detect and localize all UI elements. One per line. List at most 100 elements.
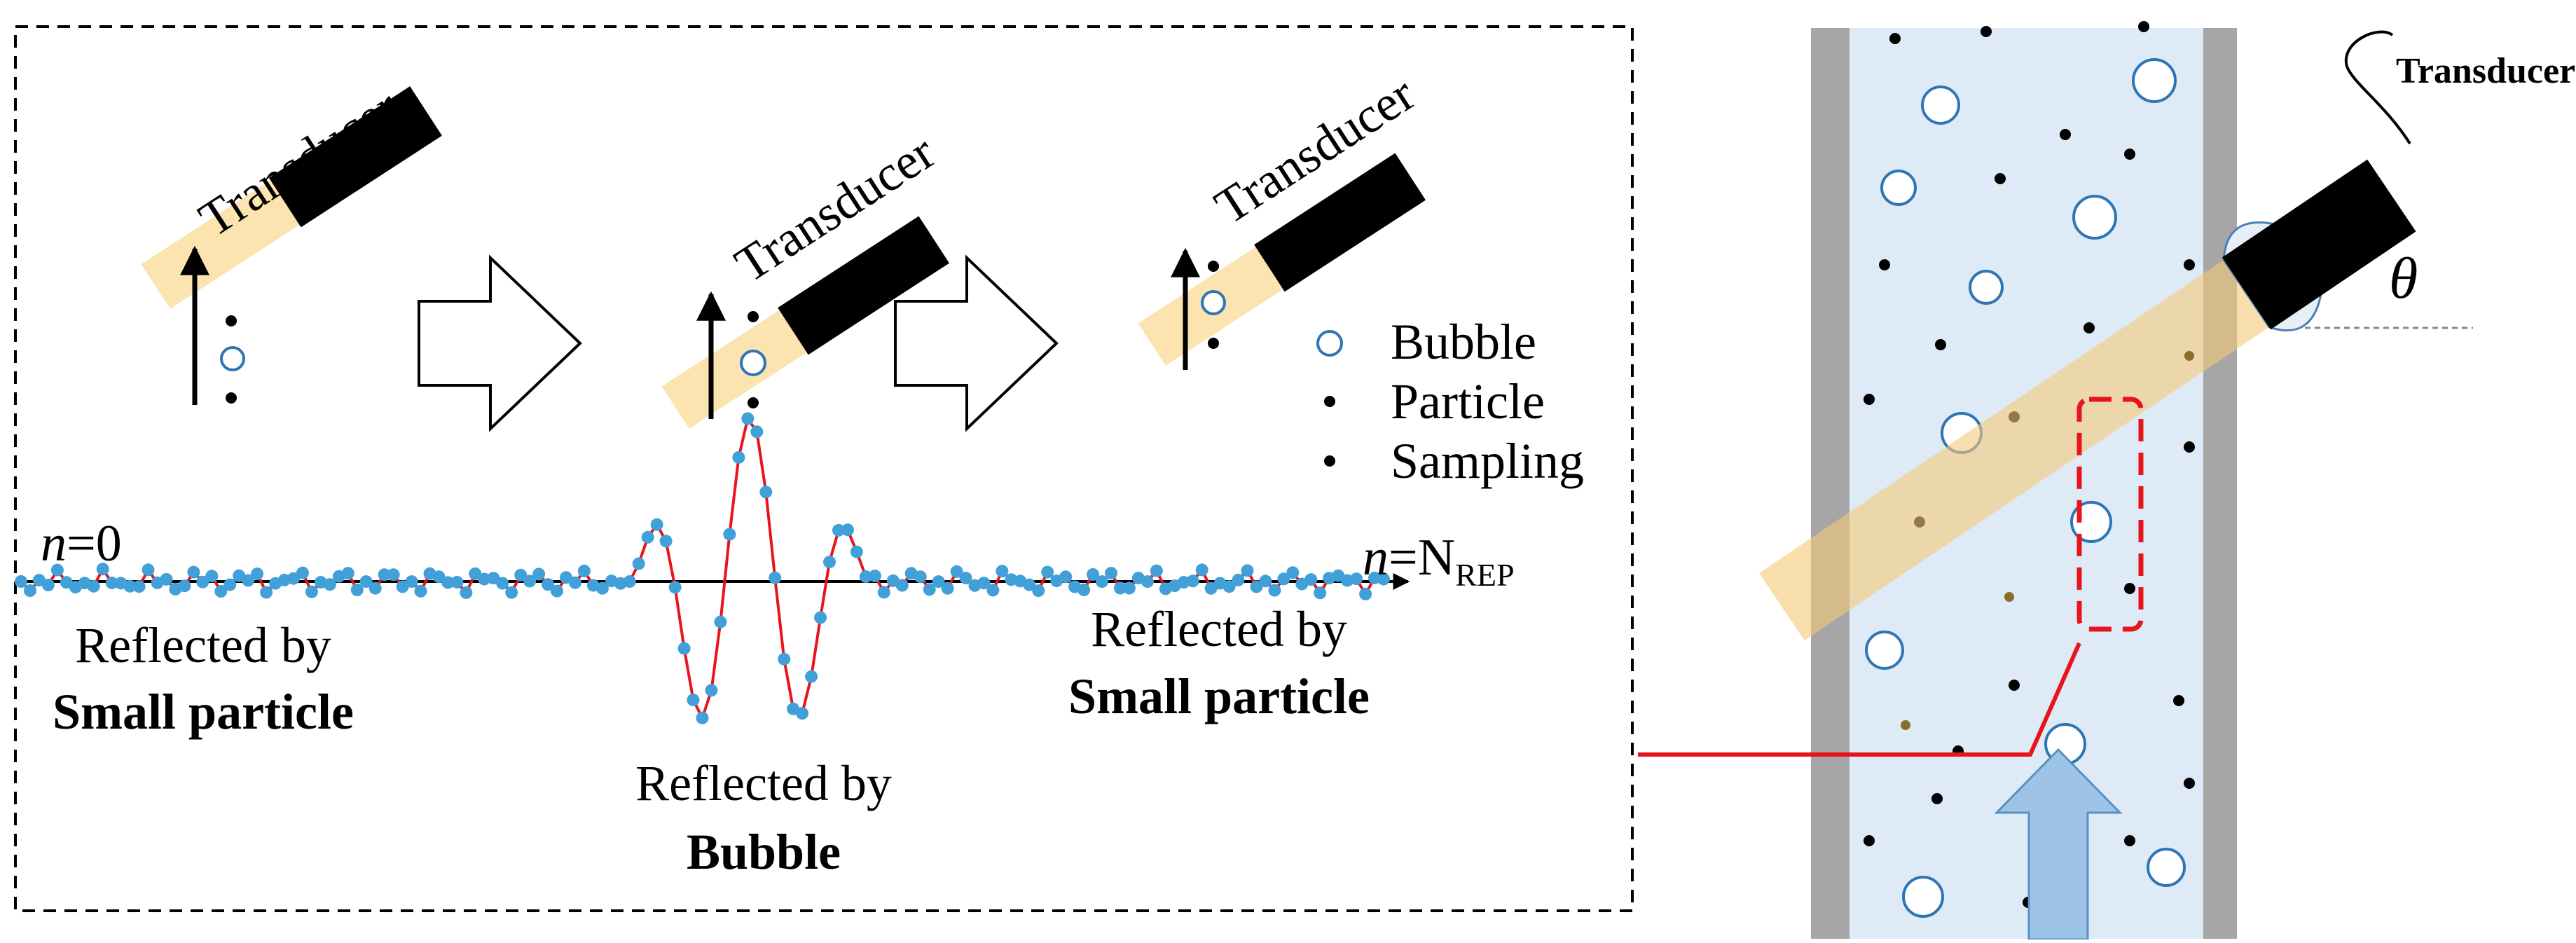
step-arrow-2 xyxy=(894,254,1059,432)
particle-dot xyxy=(1208,338,1219,349)
annotation-left-line1: Reflected by xyxy=(75,617,331,673)
sample-point xyxy=(595,581,609,595)
sample-point xyxy=(478,572,491,586)
sample-point xyxy=(132,580,146,593)
sample-point xyxy=(1259,574,1272,588)
sample-point xyxy=(87,579,100,593)
sampling-volume-highlight xyxy=(2076,397,2144,632)
bubble xyxy=(1969,270,2004,305)
pipe-transducer-body xyxy=(2222,159,2416,330)
sample-point xyxy=(723,528,736,541)
sample-point xyxy=(1277,572,1290,586)
sample-point xyxy=(759,486,773,499)
particle xyxy=(2184,778,2195,789)
transducer-body-step-1 xyxy=(268,86,442,228)
sample-point xyxy=(1195,563,1208,577)
sample-point xyxy=(1232,573,1245,586)
left-panel-frame xyxy=(14,25,1634,912)
sample-point xyxy=(387,568,400,581)
pipe-bubbles xyxy=(1865,58,2186,918)
sample-point xyxy=(178,579,191,593)
sample-point xyxy=(750,425,764,439)
sample-point xyxy=(223,578,237,591)
sample-point xyxy=(24,584,36,597)
sample-point xyxy=(305,585,318,598)
particle-dot xyxy=(2184,351,2194,361)
sample-point xyxy=(932,575,945,588)
sample-point xyxy=(687,694,700,706)
legend-bubble-icon xyxy=(1316,330,1343,357)
sample-point xyxy=(923,583,936,596)
bubble-marker xyxy=(740,350,766,376)
sample-point xyxy=(160,572,173,586)
sample-point xyxy=(868,570,881,582)
sample-point xyxy=(15,575,27,588)
sample-point xyxy=(1087,568,1100,581)
beam-step-1 xyxy=(141,180,300,309)
sample-point xyxy=(1314,586,1327,600)
particle xyxy=(2173,695,2184,706)
particle xyxy=(2124,583,2135,594)
sample-point xyxy=(514,568,528,581)
particle xyxy=(2124,835,2135,846)
sample-point xyxy=(41,579,55,591)
particle xyxy=(1889,33,1901,44)
sample-point xyxy=(251,567,264,581)
step-arrow-1 xyxy=(418,254,582,432)
annotation-left-line2: Small particle xyxy=(53,684,354,740)
sample-point xyxy=(359,575,373,588)
sample-point xyxy=(1059,570,1073,584)
sample-point xyxy=(1077,584,1091,596)
sample-point xyxy=(996,565,1009,578)
sample-point xyxy=(677,642,691,655)
sample-point xyxy=(632,557,645,570)
sample-point xyxy=(1032,584,1045,598)
sample-point xyxy=(432,570,446,584)
sample-point xyxy=(187,565,200,579)
bubble-marker xyxy=(1201,290,1226,315)
legend-sampling-label: Sampling xyxy=(1391,433,1584,489)
particle-dot xyxy=(1901,720,1910,730)
transducer-body-step-3 xyxy=(1254,153,1426,292)
particle xyxy=(1879,259,1890,270)
sample-point xyxy=(378,568,391,581)
sample-point xyxy=(505,586,518,599)
sample-point xyxy=(105,577,118,589)
sample-point xyxy=(287,572,300,585)
particle xyxy=(1995,173,2006,184)
annotation-center-line2: Bubble xyxy=(687,824,841,880)
sample-point xyxy=(1222,580,1236,593)
sample-point xyxy=(1186,574,1199,588)
sample-point xyxy=(469,567,482,580)
particle-dot xyxy=(226,392,237,404)
pipe-transducer-assembly xyxy=(1758,159,2416,641)
sample-point xyxy=(1122,581,1136,595)
sample-point xyxy=(986,584,1000,597)
legend: Bubble Particle Sampling xyxy=(1316,314,1584,489)
sample-point xyxy=(1241,564,1254,577)
annotation-right-line2: Small particle xyxy=(1068,668,1370,724)
legend-particle-icon xyxy=(1324,396,1335,407)
pipe-wall-left xyxy=(1811,28,1850,939)
sample-point xyxy=(205,570,219,583)
bubble xyxy=(1865,631,1904,670)
sample-point xyxy=(696,711,709,724)
sample-point xyxy=(895,579,909,592)
sample-point xyxy=(96,563,109,576)
angle-symbol: θ xyxy=(2389,246,2418,311)
sample-point xyxy=(523,574,537,588)
bubble xyxy=(1902,876,1944,918)
bubble-marker xyxy=(220,346,245,371)
sample-point xyxy=(977,577,991,590)
sample-point xyxy=(796,707,809,720)
sample-point xyxy=(1150,564,1163,577)
sample-point xyxy=(623,575,636,588)
sample-point xyxy=(551,584,563,598)
sample-point xyxy=(832,523,845,537)
sample-point xyxy=(1114,581,1127,595)
sample-point xyxy=(441,576,455,589)
sample-point xyxy=(496,577,509,590)
sample-point xyxy=(941,581,954,595)
end-index-label: n=NREP xyxy=(1363,529,1515,593)
